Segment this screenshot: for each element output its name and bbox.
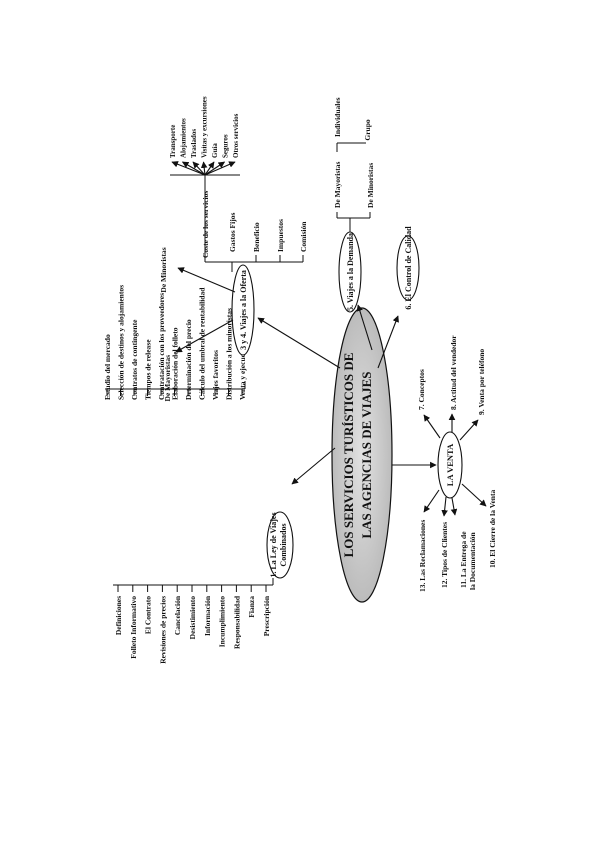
- arrow-to-oferta: [257, 317, 341, 369]
- coste-item-arrow: [204, 161, 215, 176]
- ley-node: 1. La Ley de Viajes Combinados: [266, 511, 294, 579]
- process-item: Determinación del precio: [184, 319, 193, 400]
- ley-item: Revisiones de precios: [158, 596, 167, 664]
- coste-item: Guía: [211, 143, 219, 158]
- center-title-line2: LAS AGENCIAS DE VIAJES: [359, 371, 374, 538]
- venta-reclamaciones: 13. Las Reclamaciones: [418, 520, 427, 592]
- coste-item-arrow: [192, 161, 206, 176]
- oferta-minoristas-label: De Minoristas: [159, 247, 168, 292]
- venta-entrega-line2: la Documentación: [468, 531, 477, 590]
- cost-item: Gastos Fijos: [228, 213, 237, 252]
- venta-tipos: 12. Tipos de Clientes: [440, 522, 449, 588]
- arrow-to-calidad: [377, 315, 399, 369]
- demanda-mayoristas-label: De Mayoristas: [333, 161, 342, 208]
- cost-item: Beneficio: [252, 222, 261, 252]
- process-item: Selección de destinos y alojamientos: [117, 285, 126, 400]
- ley-item: Prescripción: [262, 595, 271, 636]
- demanda-minoristas-label: De Minoristas: [366, 163, 375, 208]
- process-item: Venta y ejecución: [238, 343, 247, 400]
- process-item-list: Estudio del mercado Selección de destinos…: [103, 285, 247, 400]
- ley-item: Fianza: [247, 596, 256, 618]
- ley-item: El Contrato: [144, 596, 153, 634]
- process-item: Estudio del mercado: [103, 334, 112, 400]
- coste-item: Traslados: [190, 129, 198, 158]
- coste-item-arrow: [204, 161, 226, 176]
- arrow-to-demanda: [356, 304, 373, 351]
- arrow-venta-cierre: [461, 483, 487, 507]
- process-item: Contratación con los proveedores: [157, 293, 166, 400]
- ley-item: Desistimiento: [188, 596, 197, 640]
- process-item: Distribución a los minoristas: [225, 308, 234, 400]
- arrow-oferta-minoristas: [177, 267, 236, 293]
- venta-ellipse: [437, 431, 463, 499]
- coste-item-arrow: [181, 161, 206, 176]
- arrow-venta-conceptos: [423, 414, 441, 439]
- ley-label-line2: Combinados: [279, 523, 288, 566]
- ley-item: Responsabilidad: [232, 595, 241, 649]
- venta-conceptos: 7. Conceptos: [417, 369, 426, 410]
- arrow-venta-entrega: [450, 497, 458, 516]
- venta-node: LA VENTA: [437, 431, 463, 499]
- calidad-node: 6. El Control de Calidad: [396, 226, 420, 310]
- ley-item: Definiciones: [114, 596, 123, 635]
- process-item: Viajes favoritos: [211, 350, 220, 400]
- coste-item-arrow: [171, 161, 206, 176]
- demanda-individuales-label: Individuales: [333, 97, 342, 137]
- coste-item: Alojamientos: [180, 118, 188, 158]
- center-title-line1: LOS SERVICIOS TURÍSTICOS DE: [341, 353, 356, 558]
- process-item: Cálculo del umbral de rentabilidad: [198, 287, 207, 400]
- oferta-label: 3 y 4. Viajes a la Oferta: [239, 270, 248, 350]
- venta-actitud: 8. Actitud del vendedor: [449, 335, 458, 410]
- arrow-to-ley: [291, 447, 336, 485]
- venta-label: LA VENTA: [445, 443, 455, 486]
- ley-ellipse: [266, 511, 294, 579]
- cost-item-list: Gastos Fijos Beneficio Impuestos Comisión: [228, 213, 308, 262]
- center-node: LOS SERVICIOS TURÍSTICOS DE LAS AGENCIAS…: [331, 307, 393, 603]
- cost-item: Comisión: [299, 221, 308, 252]
- ley-item-list: Definiciones Folleto Informativo El Contra…: [114, 585, 271, 664]
- process-item: Tiempos de release: [144, 339, 153, 400]
- calidad-label: 6. El Control de Calidad: [404, 226, 413, 310]
- cost-item: Impuestos: [276, 219, 285, 252]
- demanda-node: 5. Viajes a la Demanda: [338, 231, 362, 313]
- coste-label: Coste de los servicios: [201, 191, 210, 258]
- coste-item-arrow: [200, 161, 208, 176]
- coste-item: Otros servicios: [232, 113, 240, 158]
- venta-cierre: 10. El Cierre de la Venta: [488, 490, 497, 568]
- arrow-venta-tipos: [441, 496, 448, 517]
- coste-item: Visitas y excursiones: [201, 96, 209, 158]
- ley-item: Información: [203, 595, 212, 636]
- ley-item: Folleto Informativo: [129, 596, 138, 659]
- coste-item-arrow: [204, 161, 236, 176]
- oferta-ellipse: [231, 264, 255, 356]
- calidad-ellipse: [396, 235, 420, 301]
- demanda-label: 5. Viajes a la Demanda: [346, 233, 355, 311]
- process-item: Elaboración del folleto: [171, 327, 180, 400]
- arrow-venta-telefono: [459, 419, 479, 441]
- venta-entrega-line1: 11. La Entrega de: [459, 531, 468, 588]
- oferta-mayoristas-label: De Mayoristas: [163, 355, 172, 402]
- ley-label-line1: 1. La Ley de Viajes: [269, 512, 278, 577]
- oferta-node: 3 y 4. Viajes a la Oferta: [231, 264, 255, 356]
- coste-item: Seguros: [222, 134, 230, 158]
- process-item: Contratos de contingente: [130, 319, 139, 400]
- arrow-venta-reclamaciones: [423, 489, 440, 513]
- ley-item: Cancelación: [173, 595, 182, 635]
- venta-telefono: 9. Venta por teléfono: [477, 349, 486, 415]
- ley-item: Incumplimiento: [218, 596, 227, 648]
- demanda-grupo-label: Grupo: [363, 119, 372, 141]
- arrow-oferta-mayoristas: [175, 319, 234, 353]
- coste-item: Transporte: [169, 125, 177, 158]
